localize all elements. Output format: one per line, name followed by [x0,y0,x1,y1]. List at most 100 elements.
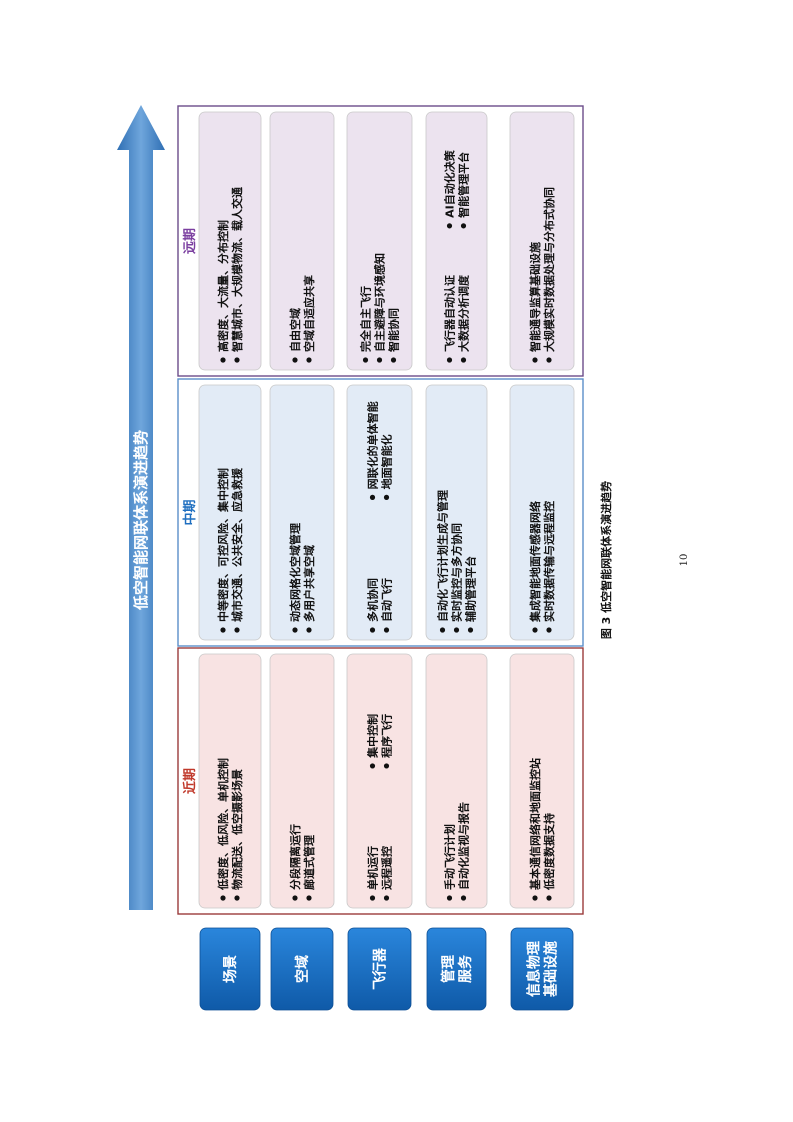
cell-line-text: 手动飞行计划 [443,824,457,890]
cell-line-text: 物流配送、低空摄影场景 [230,769,244,890]
row-label-text: 空域 [294,955,311,983]
bullet-icon [383,627,390,633]
cell-box [198,111,262,371]
cell-line-text: 分段隔离运行 [288,824,302,890]
row-label-text: 场景 [223,955,239,983]
cell-line-text: 地面智能化 [380,434,394,489]
cell-box [269,384,335,641]
cell-far-row-0: 高密度、大流量、分布控制智慧城市、大规模物流、载人交通 [198,111,262,371]
cell-box [269,111,335,371]
cell-line-text: 集中控制 [366,714,380,759]
cell-box [198,653,262,909]
bullet-icon [446,357,453,363]
cell-mid-row-1: 动态网格化空域管理多用户共享空域 [269,384,335,641]
cell-line-text: 智能通导监算基础设施 [528,242,542,352]
bullet-icon [532,357,538,363]
cell-line-text: 辅助管理平台 [464,556,478,622]
cell-box [509,653,575,909]
phase-far-label: 远期 [183,228,198,254]
cell-mid-row-3: 自动化飞行计划生成与管理实时监控与多方协同辅助管理平台 [425,384,488,641]
bullet-icon [439,627,446,633]
bullet-icon [546,357,552,363]
cell-line-text: 完全自主飞行 [359,286,373,352]
cell-line-text: 自由空域 [288,308,302,352]
row-label-text: 服务 [457,954,474,983]
cell-box [509,384,575,641]
cell-line-text: 多用户共享空域 [302,545,316,622]
row-label-1: 空域 [270,927,334,1011]
cell-line-text: 远程遥控 [380,846,394,890]
bullet-icon [446,223,453,229]
bullet-icon [532,627,538,633]
cell-line-text: 动态网格化空域管理 [288,523,302,622]
cell-line-text: 自动化监视与报告 [457,802,471,890]
bullet-icon [390,357,397,363]
row-label-box [270,927,334,1011]
phase-far-frame [177,105,584,377]
bullet-icon [292,627,298,633]
bullet-icon [546,627,552,633]
cell-line-text: 低密度、低风险、单机控制 [216,758,230,891]
cell-line-text: 低密度数据支持 [542,813,556,891]
row-label-box [426,927,487,1011]
cell-far-row-1: 自由空域空域自适应共享 [269,111,335,371]
bullet-icon [306,357,312,363]
bullet-icon [234,627,240,633]
bullet-icon [369,627,376,633]
cell-line-text: 自主避障与环境感知 [373,253,387,352]
bullet-icon [383,895,390,901]
bullet-icon [369,494,376,500]
page-number: 10 [679,554,690,567]
cell-line-text: 集成智能地面传感器网络 [528,501,542,623]
cell-line-text: 飞行器自动认证 [443,275,457,352]
cell-far-row-4: 智能通导监算基础设施大规模实时数据处理与分布式协同 [509,111,575,371]
phase-near: 近期低密度、低风险、单机控制物流配送、低空摄影场景分段隔离运行廊道式管理单机运行… [177,647,584,915]
row-label-3: 管理服务 [426,927,487,1011]
row-label-text: 管理 [440,955,457,983]
bullet-icon [369,763,376,769]
cell-box [346,384,413,641]
bullet-icon [446,895,453,901]
bullet-icon [292,357,298,363]
cell-line-text: 自动化飞行计划生成与管理 [436,490,450,622]
phase-near-frame [177,647,584,915]
cell-near-row-1: 分段隔离运行廊道式管理 [269,653,335,909]
row-label-box [199,927,261,1011]
row-label-box [347,927,412,1011]
row-label-text: 信息物理 [526,941,543,997]
cell-line-text: 大规模实时数据处理与分布式协同 [542,187,556,352]
phase-far: 远期高密度、大流量、分布控制智慧城市、大规模物流、载人交通自由空域空域自适应共享… [177,105,584,377]
cell-box [346,653,413,909]
cell-mid-row-4: 集成智能地面传感器网络实时数据传输与远程监控 [509,384,575,641]
cell-near-row-3: 手动飞行计划自动化监视与报告 [425,653,488,909]
cell-box [269,653,335,909]
bullet-icon [306,627,312,633]
cell-line-text: 自动飞行 [380,578,394,622]
cell-line-text: 多机协同 [366,578,380,622]
row-label-4: 信息物理基础设施 [510,927,574,1011]
cell-line-text: 实时监控与多方协同 [450,523,464,622]
phase-mid-label: 中期 [182,499,198,525]
row-label-2: 飞行器 [347,927,412,1011]
cell-line-text: 基本通信网络和地面监控站 [528,758,542,891]
cell-line-text: 程序飞行 [380,714,394,758]
cell-line-text: 空域自适应共享 [302,275,316,352]
cell-line-text: 高密度、大流量、分布控制 [216,220,230,352]
evolution-arrow [117,105,165,910]
row-label-text: 飞行器 [372,947,389,990]
figure-caption: 图 3 低空智能网联体系演进趋势 [599,481,613,639]
bullet-icon [306,895,312,901]
cell-box [425,653,488,909]
bullet-icon [292,895,298,901]
row-label-box [510,927,574,1011]
cell-mid-row-0: 中等密度、可控风险、集中控制城市交通、公共安全、应急救援 [198,384,262,641]
cell-line-text: 实时数据传输与远程监控 [542,501,556,622]
phase-near-label: 近期 [182,768,198,794]
bullet-icon [220,895,226,901]
cell-line-text: 智能协同 [387,308,401,352]
bullet-icon [383,763,390,769]
cell-box [509,111,575,371]
cell-line-text: 网联化的单体智能 [366,401,380,489]
